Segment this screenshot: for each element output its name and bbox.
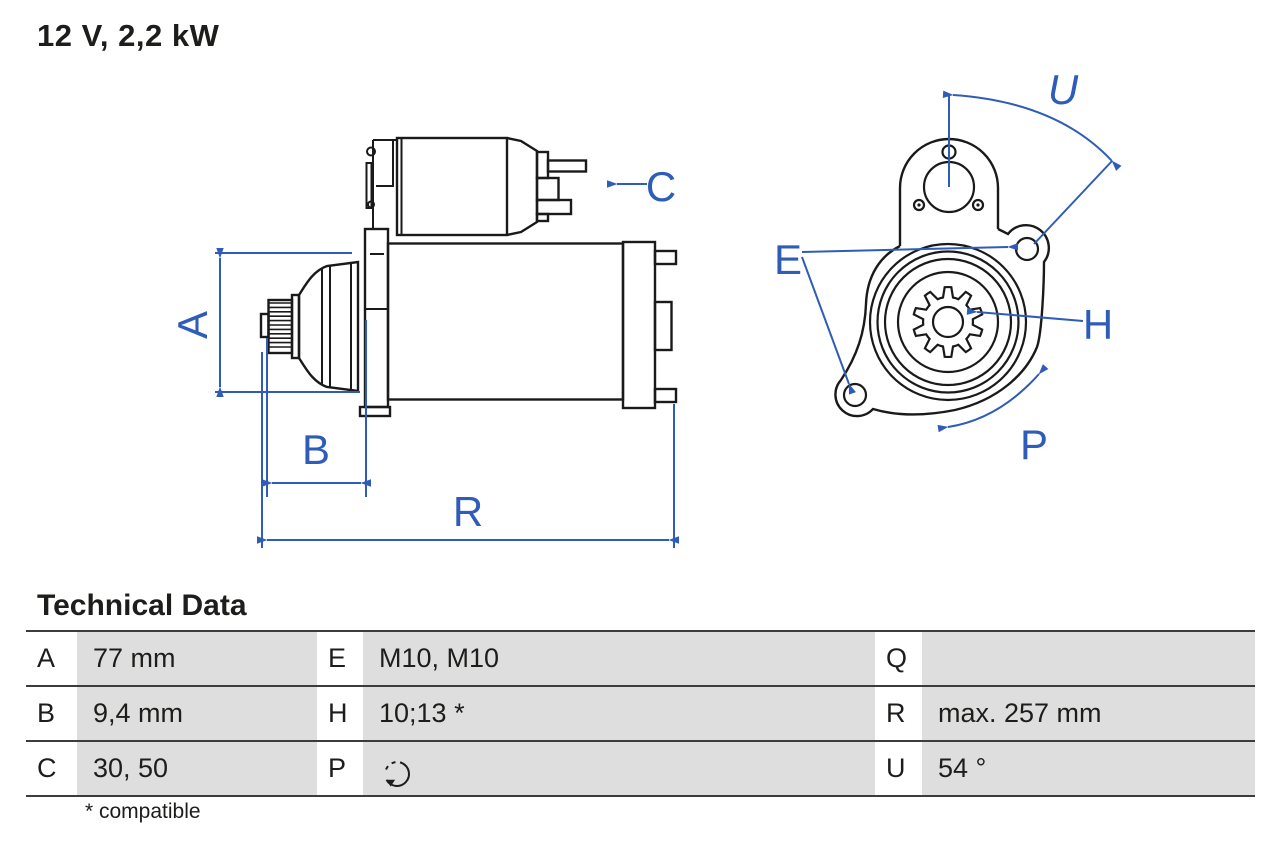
- cell-letter-a: A: [26, 632, 77, 685]
- cell-value-r: max. 257 mm: [922, 687, 1255, 740]
- cell-value-q: [922, 632, 1255, 685]
- solenoid-mount-strip: [365, 162, 373, 209]
- table-row: A 77 mm E M10, M10 Q: [26, 630, 1255, 685]
- dim-p-rotation-arc: [937, 364, 1049, 433]
- housing-ring-3: [883, 257, 1013, 387]
- dim-h-leader: [966, 307, 1084, 322]
- cell-value-a: 77 mm: [77, 632, 317, 685]
- dimension-label-c: C: [646, 163, 676, 210]
- bracket-detail-lines: [365, 253, 388, 310]
- footnote-compatible: * compatible: [85, 800, 201, 823]
- dimension-label-b: B: [302, 426, 330, 473]
- pinion-gear-front: [912, 285, 984, 359]
- dimension-label-e: E: [774, 236, 802, 283]
- mounting-flange-outline: [834, 224, 1050, 418]
- motor-body: [386, 242, 625, 401]
- gear-center-hole: [931, 305, 965, 339]
- cell-letter-u: U: [875, 742, 922, 795]
- dimension-label-a: A: [169, 311, 216, 339]
- solenoid-terminal-stub: [535, 212, 550, 223]
- table-row: B 9,4 mm H 10;13 * R max. 257 mm: [26, 685, 1255, 740]
- cell-value-u: 54 °: [922, 742, 1255, 795]
- tab-rivet-left: [912, 198, 926, 212]
- cell-letter-b: B: [26, 687, 77, 740]
- cell-value-e: M10, M10: [363, 632, 875, 685]
- solenoid-mount-pin-bottom: [367, 200, 375, 209]
- solenoid-terminal-middle: [535, 176, 560, 202]
- ear-hole-top-right: [1014, 236, 1040, 262]
- dimension-annotations: A B R C U E H P: [169, 66, 1122, 548]
- solenoid-terminal-upper: [535, 150, 550, 180]
- table-row: C 30, 50 P U 54 °: [26, 740, 1255, 797]
- cell-value-b: 9,4 mm: [77, 687, 317, 740]
- bell-housing-ribs: [321, 262, 352, 391]
- ear-hole-bottom-left: [842, 382, 868, 408]
- mounting-bracket-foot: [358, 405, 392, 418]
- technical-data-heading: Technical Data: [37, 589, 247, 622]
- dim-e-leader-left-ear: [801, 256, 856, 395]
- cell-letter-h: H: [317, 687, 363, 740]
- starter-motor-side-view: [259, 136, 678, 418]
- housing-ring-outer: [868, 242, 1028, 402]
- technical-data-table: A 77 mm E M10, M10 Q B 9,4 mm H 10;13 * …: [26, 630, 1255, 797]
- product-spec-title: 12 V, 2,2 kW: [37, 18, 220, 53]
- cell-value-c: 30, 50: [77, 742, 317, 795]
- solenoid-taper: [506, 136, 539, 237]
- cell-value-h: 10;13 *: [363, 687, 875, 740]
- end-cap-terminal-top: [653, 249, 678, 266]
- cell-letter-e: E: [317, 632, 363, 685]
- tab-rivet-right-dot: [976, 203, 980, 207]
- mounting-bracket-side: [363, 227, 390, 409]
- dimension-label-u: U: [1048, 66, 1079, 113]
- dim-u-slant-line: [1033, 160, 1113, 245]
- end-cap-terminal-middle: [653, 300, 673, 352]
- tab-rivet-left-dot: [917, 203, 921, 207]
- dimension-label-p: P: [1020, 421, 1048, 468]
- cell-letter-c: C: [26, 742, 77, 795]
- starter-motor-front-view: [834, 137, 1050, 418]
- dimension-label-r: R: [453, 488, 483, 535]
- cell-letter-p: P: [317, 742, 363, 795]
- motor-end-cap: [621, 240, 657, 410]
- solenoid-terminal-lower: [535, 198, 573, 216]
- starter-motor-drawing: A B R C U E H P: [169, 66, 1122, 548]
- dim-e-leader-right-ear: [801, 243, 1019, 253]
- solenoid-mount-lines: [372, 138, 403, 235]
- pinion-teeth-hatching: [268, 302, 292, 348]
- cell-value-p: [363, 742, 875, 795]
- dim-u-arc: [942, 90, 1122, 171]
- cell-letter-r: R: [875, 687, 922, 740]
- rotation-direction-counterclockwise-icon: [385, 761, 410, 788]
- drive-end-bell-housing: [297, 260, 360, 393]
- solenoid-terminal-rod: [546, 159, 588, 173]
- tab-rivet-right: [971, 198, 985, 212]
- solenoid-mount-pin-top: [366, 146, 376, 157]
- cell-letter-q: Q: [875, 632, 922, 685]
- end-cap-terminal-bottom: [653, 387, 678, 404]
- dimension-label-h: H: [1083, 301, 1113, 348]
- solenoid-body: [395, 136, 509, 237]
